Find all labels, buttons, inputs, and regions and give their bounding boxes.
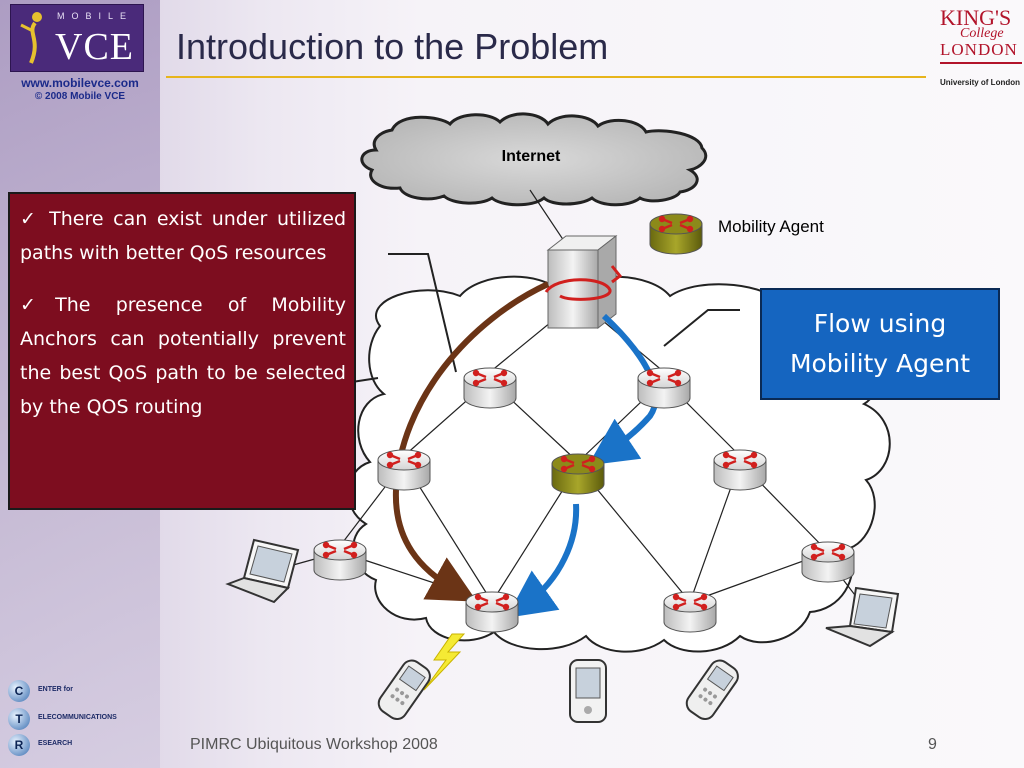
ctr-ball-r: R <box>8 734 30 756</box>
website-link[interactable]: www.mobilevce.com <box>21 76 139 90</box>
bullet-point-1: ✓ There can exist under utilized paths w… <box>20 202 346 270</box>
router-icon <box>377 449 431 491</box>
ctr-ball-t: T <box>8 708 30 730</box>
bullet-point-2: ✓The presence of Mobility Anchors can po… <box>20 288 346 424</box>
university-text: University of London <box>940 78 1020 87</box>
check-icon: ✓ <box>20 208 40 230</box>
figure-icon <box>20 12 42 64</box>
page-number: 9 <box>928 736 937 753</box>
kings-text: KING'S <box>940 5 1012 30</box>
problem-text-box: ✓ There can exist under utilized paths w… <box>8 192 356 510</box>
ctr-logo: C ENTER for T ELECOMMUNICATIONS R ESEARC… <box>8 680 148 760</box>
mobility-agent-icon <box>551 453 605 495</box>
router-icon <box>663 591 717 633</box>
ctr-text-t: ELECOMMUNICATIONS <box>38 714 117 721</box>
ctr-text-r: ESEARCH <box>38 740 73 747</box>
ctr-ball-c: C <box>8 680 30 702</box>
copyright-text: © 2008 Mobile VCE <box>34 91 126 102</box>
router-icon <box>637 367 691 409</box>
ctr-row-t: T ELECOMMUNICATIONS <box>8 708 148 730</box>
mobile-phone-icon <box>685 659 739 721</box>
ctr-text-c: ENTER for <box>38 686 73 693</box>
mobile-vce-logo: MOBILE VCE <box>10 4 144 72</box>
legend-mobility-agent-label: Mobility Agent <box>718 217 824 236</box>
blue-path-to-agent <box>588 313 659 466</box>
router-icon <box>463 367 517 409</box>
laptop-icon <box>825 586 900 648</box>
router-icon <box>713 449 767 491</box>
router-icon <box>801 541 855 583</box>
kings-divider <box>940 62 1022 64</box>
router-icon <box>465 591 519 633</box>
kings-college-logo: KING'S College LONDON University of Lond… <box>938 6 1024 90</box>
london-text: LONDON <box>940 40 1018 59</box>
router-icon <box>313 539 367 581</box>
ctr-row-c: C ENTER for <box>8 680 148 702</box>
point-1-text: There can exist under utilized paths wit… <box>20 208 347 264</box>
server-icon <box>544 234 623 330</box>
college-text: College <box>960 26 1004 41</box>
logo-vce-text: VCE <box>55 26 134 68</box>
website-block: www.mobilevce.com © 2008 Mobile VCE <box>0 76 160 104</box>
blue-path-from-agent <box>506 503 580 618</box>
internet-label: Internet <box>502 148 561 165</box>
pda-icon <box>569 659 607 723</box>
callout-line-right <box>663 309 740 347</box>
mobile-phone-icon <box>377 659 431 721</box>
title-underline <box>166 76 926 78</box>
wireless-link-icon <box>423 633 466 691</box>
point-2-text: The presence of Mobility Anchors can pot… <box>20 294 346 418</box>
ctr-row-r: R ESEARCH <box>8 734 148 756</box>
mobility-agent-icon <box>649 213 703 255</box>
flow-callout-line2: Mobility Agent <box>789 349 971 378</box>
callout-line-left <box>388 253 457 373</box>
check-icon: ✓ <box>20 294 56 316</box>
slide-title: Introduction to the Problem <box>176 26 609 67</box>
flow-callout-line1: Flow using <box>813 309 947 338</box>
logo-mobile-text: MOBILE <box>57 11 134 21</box>
flow-callout-box: Flow using Mobility Agent <box>760 288 1000 400</box>
footer-text: PIMRC Ubiquitous Workshop 2008 <box>190 736 438 753</box>
internet-cloud <box>360 112 708 207</box>
laptop-icon <box>225 538 300 604</box>
callout-line-box <box>351 377 379 383</box>
